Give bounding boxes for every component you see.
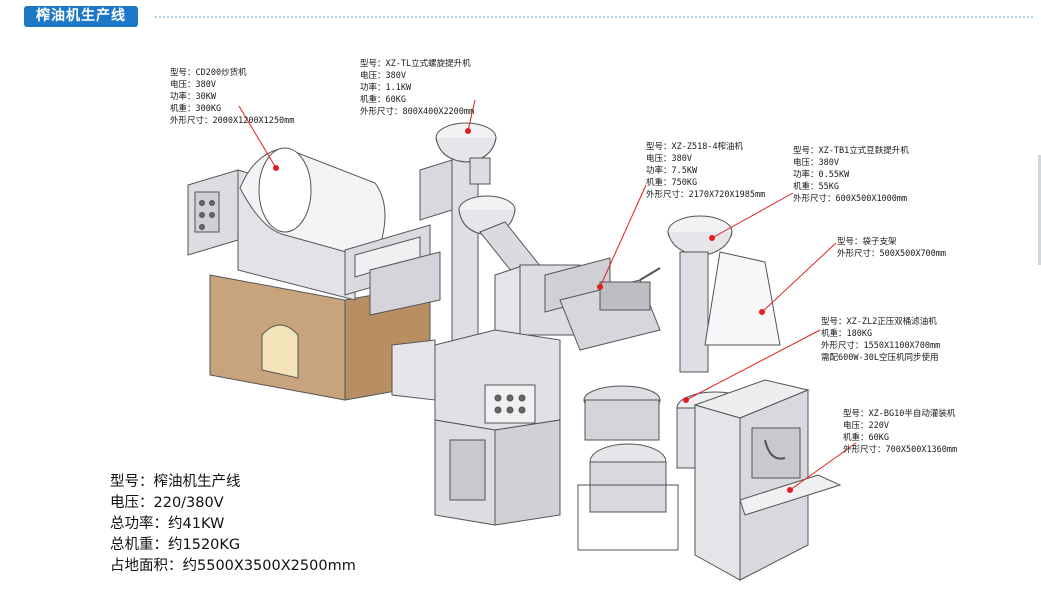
right-edge-bar bbox=[1038, 155, 1041, 265]
title-divider bbox=[155, 16, 1033, 18]
filling-machine bbox=[693, 379, 842, 581]
spiral-elevator-machine bbox=[419, 122, 497, 361]
spec-bag-stand: 型号：袋子支架外形尺寸：500X500X700mm bbox=[837, 237, 947, 259]
oil-press-machine bbox=[391, 195, 661, 526]
pointer-lines bbox=[238, 99, 857, 493]
bran-elevator-machine bbox=[667, 215, 781, 373]
roaster-machine bbox=[187, 147, 441, 401]
section-title: 榨油机生产线 bbox=[24, 6, 138, 27]
